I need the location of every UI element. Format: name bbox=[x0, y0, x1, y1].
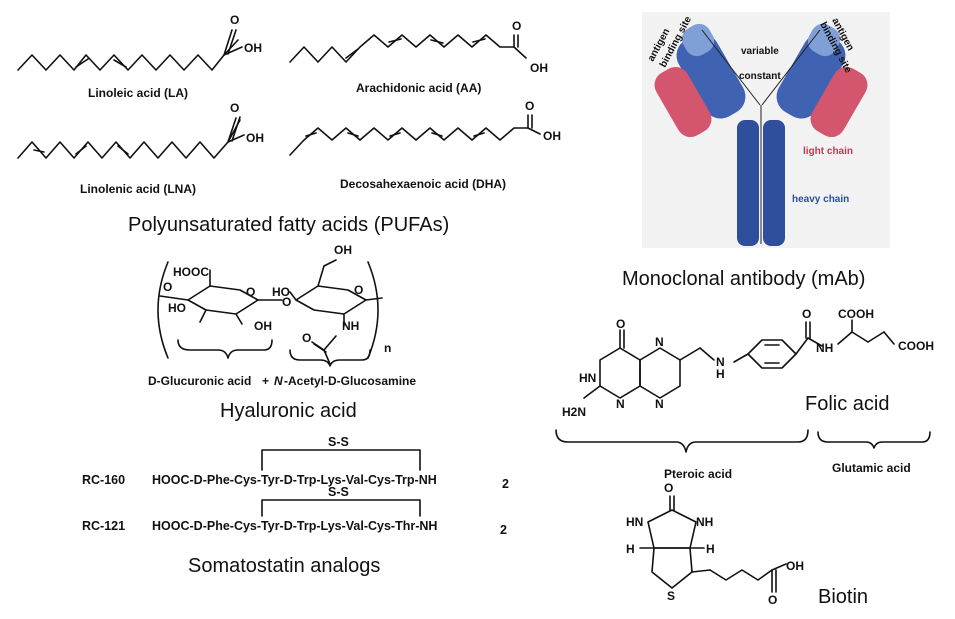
rc160-label: RC-160 bbox=[82, 473, 125, 487]
heavy-chain-label: heavy chain bbox=[792, 194, 849, 205]
hyaluronic-acid-structure: O HOOC HO OH O O OH HO O NH O n bbox=[157, 243, 391, 367]
biotin-h-2: H bbox=[706, 542, 715, 556]
light-chain-right bbox=[810, 66, 868, 138]
pteroic-label: Pteroic acid bbox=[664, 467, 732, 481]
ha-part2-prefix: N bbox=[274, 374, 283, 388]
folic-n-2: N bbox=[655, 335, 664, 349]
biotin-hn: HN bbox=[626, 515, 643, 529]
biotin-oh: OH bbox=[786, 559, 804, 573]
linoleic-acid-structure: O OH bbox=[17, 13, 262, 71]
pufa-title: Polyunsaturated fatty acids (PUFAs) bbox=[128, 214, 449, 236]
rc121-sequence: HOOC-D-Phe-Cys-Tyr-D-Trp-Lys-Val-Cys-Thr… bbox=[152, 519, 437, 533]
rc121-structure: S-S RC-121 HOOC-D-Phe-Cys-Tyr-D-Trp-Lys-… bbox=[82, 485, 507, 537]
lna-o-label: O bbox=[230, 101, 239, 115]
ha-plus: + bbox=[262, 374, 269, 388]
ha-o-ring2: O bbox=[354, 283, 363, 297]
antibody-title: Monoclonal antibody (mAb) bbox=[622, 268, 865, 290]
rc160-structure: S-S RC-160 HOOC-D-Phe-Cys-Tyr-D-Trp-Lys-… bbox=[82, 435, 509, 491]
ha-oh-1: OH bbox=[254, 319, 272, 333]
folic-acid-structure: O HN H2N N N N N H O NH COOH COOH bbox=[555, 307, 934, 453]
ha-hooc: HOOC bbox=[173, 265, 209, 279]
ha-ho-2: HO bbox=[272, 285, 290, 299]
hyaluronic-title: Hyaluronic acid bbox=[220, 400, 357, 422]
folic-cooh-2: COOH bbox=[898, 339, 934, 353]
dha-label: Decosahexaenoic acid (DHA) bbox=[340, 177, 506, 191]
aa-o-label: O bbox=[512, 19, 521, 33]
arachidonic-acid-label: Arachidonic acid (AA) bbox=[356, 81, 481, 95]
rc160-ss: S-S bbox=[328, 435, 349, 449]
biotin-o-1: O bbox=[664, 481, 673, 495]
biotin-nh: NH bbox=[696, 515, 713, 529]
variable-arrow-right bbox=[761, 29, 821, 106]
light-chain-left bbox=[654, 66, 712, 138]
linolenic-acid-structure: O OH bbox=[17, 101, 264, 159]
folic-h-1: H bbox=[716, 367, 725, 381]
antibody-diagram: variable constant antigen binding site a… bbox=[642, 12, 890, 248]
folic-n-4: N bbox=[716, 355, 725, 369]
rc121-ss: S-S bbox=[328, 485, 349, 499]
folic-n-3: N bbox=[655, 397, 664, 411]
folic-n-1: N bbox=[616, 397, 625, 411]
variable-region-right bbox=[807, 23, 841, 57]
paren-right bbox=[367, 261, 379, 359]
biotin-s: S bbox=[667, 589, 675, 603]
variable-label: variable bbox=[741, 46, 779, 57]
folic-hn: HN bbox=[579, 371, 596, 385]
lna-oh-label: OH bbox=[246, 131, 264, 145]
ha-part2-rest: -Acetyl-D-Glucosamine bbox=[284, 374, 416, 388]
dha-structure: O OH bbox=[289, 99, 561, 156]
ha-o-ring1: O bbox=[246, 285, 255, 299]
linoleic-acid-label: Linoleic acid (LA) bbox=[88, 86, 188, 100]
rc160-sequence: HOOC-D-Phe-Cys-Tyr-D-Trp-Lys-Val-Cys-Trp… bbox=[152, 473, 437, 487]
ha-o-link: O bbox=[282, 295, 291, 309]
ha-o-carbonyl: O bbox=[302, 331, 311, 345]
somatostatin-title: Somatostatin analogs bbox=[188, 555, 380, 577]
biotin-h-1: H bbox=[626, 542, 635, 556]
linolenic-acid-label: Linolenic acid (LNA) bbox=[80, 182, 196, 196]
rc121-label: RC-121 bbox=[82, 519, 125, 533]
dha-o-label: O bbox=[525, 99, 534, 113]
dha-oh-label: OH bbox=[543, 129, 561, 143]
rc121-sub: 2 bbox=[500, 523, 507, 537]
folic-o-2: O bbox=[802, 307, 811, 321]
la-oh-label: OH bbox=[244, 41, 262, 55]
biotin-title: Biotin bbox=[818, 586, 868, 608]
folic-h2n: H2N bbox=[562, 405, 586, 419]
folic-cooh-1: COOH bbox=[838, 307, 874, 321]
folic-title: Folic acid bbox=[805, 393, 889, 415]
folic-nh: NH bbox=[816, 341, 833, 355]
biotin-structure: O HN NH H H S OH O bbox=[626, 481, 804, 607]
la-o-label: O bbox=[230, 13, 239, 27]
biotin-o-2: O bbox=[768, 593, 777, 607]
variable-arrow-left bbox=[701, 29, 761, 106]
rc160-sub: 2 bbox=[502, 477, 509, 491]
aa-oh-label: OH bbox=[530, 61, 548, 75]
ha-nh: NH bbox=[342, 319, 359, 333]
constant-label: constant bbox=[739, 71, 781, 82]
ha-n: n bbox=[384, 341, 391, 355]
folic-o-1: O bbox=[616, 317, 625, 331]
ha-part1: D-Glucuronic acid bbox=[148, 374, 251, 388]
paren-left bbox=[157, 261, 169, 359]
ha-ho-1: HO bbox=[168, 301, 186, 315]
glutamic-label: Glutamic acid bbox=[832, 461, 911, 475]
ha-o-left: O bbox=[163, 280, 172, 294]
arachidonic-acid-structure: O OH bbox=[289, 19, 548, 75]
ha-oh-2: OH bbox=[334, 243, 352, 257]
variable-region-left bbox=[681, 23, 715, 57]
light-chain-label: light chain bbox=[803, 146, 853, 157]
